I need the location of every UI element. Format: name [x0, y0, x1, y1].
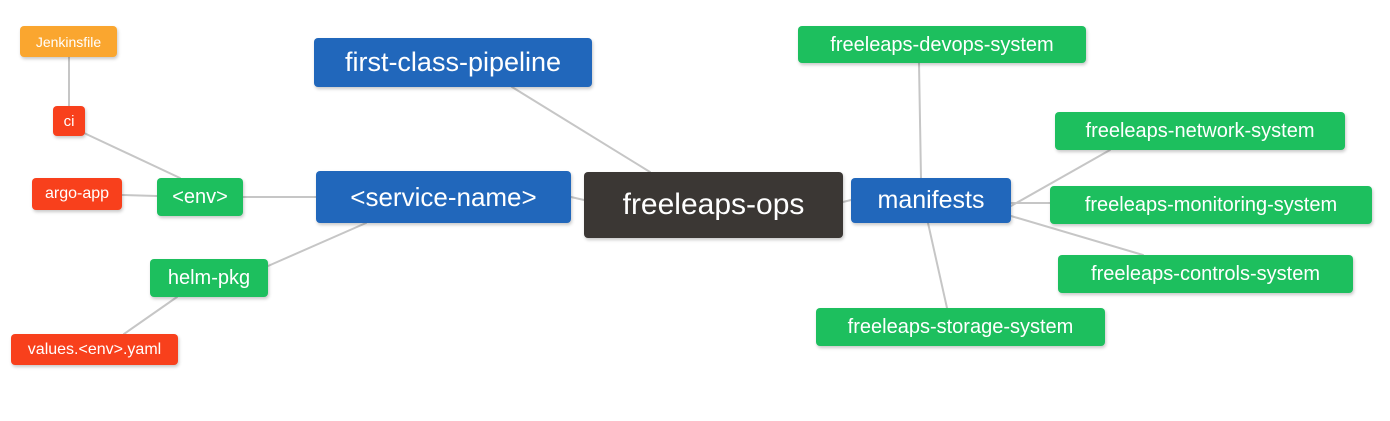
mindmap-node-manifests[interactable]: manifests [851, 178, 1011, 223]
mindmap-node-argo-app[interactable]: argo-app [32, 178, 122, 210]
mindmap-node-service-name[interactable]: <service-name> [316, 171, 571, 223]
mindmap-node-jenkinsfile[interactable]: Jenkinsfile [20, 26, 117, 57]
mindmap-node-first-class-pipeline[interactable]: first-class-pipeline [314, 38, 592, 87]
edge-freeleaps-ops-to-service-name [570, 196, 585, 201]
mindmap-node-freeleaps-monitoring-system[interactable]: freeleaps-monitoring-system [1050, 186, 1372, 224]
node-label-helm-pkg: helm-pkg [167, 267, 251, 289]
edge-env-to-argo-app [121, 194, 158, 197]
node-label-env: <env> [172, 186, 228, 208]
node-label-freeleaps-ops: freeleaps-ops [622, 188, 805, 221]
node-label-freeleaps-monitoring-system: freeleaps-monitoring-system [1084, 194, 1338, 216]
edge-env-to-ci [83, 132, 181, 179]
mindmap-node-ci[interactable]: ci [53, 106, 85, 136]
node-label-freeleaps-devops-system: freeleaps-devops-system [830, 33, 1054, 56]
mindmap-node-values-env-yaml[interactable]: values.<env>.yaml [11, 334, 178, 365]
edge-manifests-to-freeleaps-devops-system [918, 62, 922, 179]
node-label-ci: ci [63, 112, 75, 130]
node-label-freeleaps-storage-system: freeleaps-storage-system [847, 316, 1074, 338]
node-label-first-class-pipeline: first-class-pipeline [344, 47, 562, 77]
mindmap-node-freeleaps-ops[interactable]: freeleaps-ops [584, 172, 843, 238]
node-label-freeleaps-controls-system: freeleaps-controls-system [1091, 263, 1320, 285]
node-label-manifests: manifests [877, 186, 985, 214]
node-label-freeleaps-network-system: freeleaps-network-system [1085, 120, 1315, 142]
mindmap-node-freeleaps-storage-system[interactable]: freeleaps-storage-system [816, 308, 1105, 346]
edge-helm-pkg-to-values-env-yaml [123, 296, 178, 335]
edge-freeleaps-ops-to-first-class-pipeline [511, 86, 651, 173]
edge-freeleaps-ops-to-manifests [842, 199, 852, 203]
edge-manifests-to-freeleaps-storage-system [927, 222, 948, 309]
mindmap-node-freeleaps-devops-system[interactable]: freeleaps-devops-system [798, 26, 1086, 63]
mindmap-node-freeleaps-network-system[interactable]: freeleaps-network-system [1055, 112, 1345, 150]
mindmap-node-env[interactable]: <env> [157, 178, 243, 216]
edge-service-name-to-helm-pkg [267, 222, 367, 267]
node-label-service-name: <service-name> [350, 182, 537, 212]
node-label-values-env-yaml: values.<env>.yaml [27, 340, 162, 358]
node-label-jenkinsfile: Jenkinsfile [35, 33, 102, 50]
node-label-argo-app: argo-app [44, 185, 110, 202]
mindmap-node-helm-pkg[interactable]: helm-pkg [150, 259, 268, 297]
mindmap-node-freeleaps-controls-system[interactable]: freeleaps-controls-system [1058, 255, 1353, 293]
